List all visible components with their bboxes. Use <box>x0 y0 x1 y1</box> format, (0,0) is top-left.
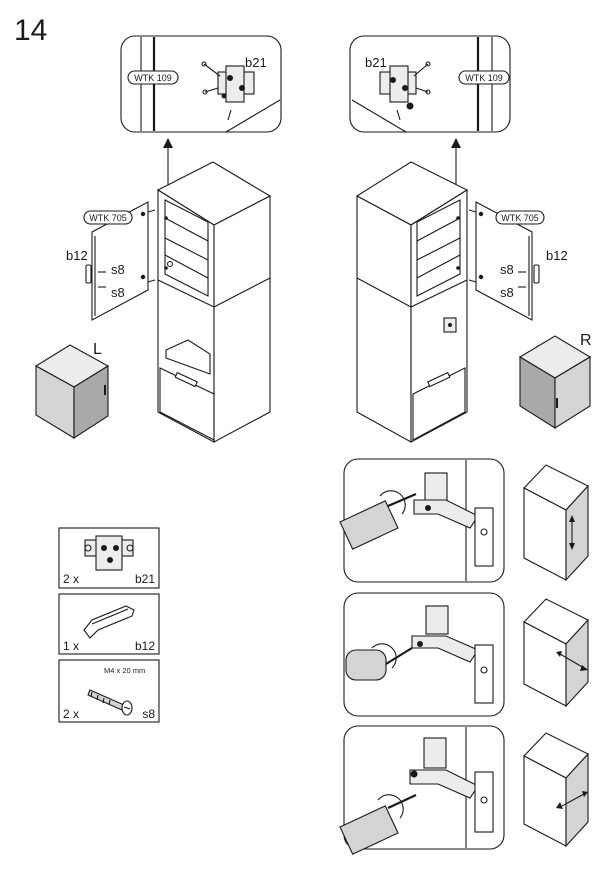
right-handle-label: b12 <box>546 248 568 263</box>
part-s8: M4 x 20 mm 2 x s8 <box>58 659 160 723</box>
part-b12: 1 x b12 <box>58 593 160 655</box>
rotation-arrow-icon <box>377 794 404 819</box>
left-tall-cabinet <box>156 161 272 443</box>
right-screw-label-b: s8 <box>500 285 514 300</box>
left-detail-ref: WTK 109 <box>134 73 172 83</box>
adjust-box-horizontal <box>523 732 589 848</box>
screw-icon <box>87 689 133 716</box>
part-qty: 1 x <box>63 639 79 653</box>
part-qty: 2 x <box>63 707 79 721</box>
right-tall-cabinet <box>355 161 469 443</box>
right-detail-bubble: WTK 109 b21 <box>349 35 511 133</box>
left-detail-bubble: WTK 109 b21 <box>120 35 282 133</box>
adjustment-panel-3 <box>339 725 505 855</box>
parts-list: 2 x b21 1 x b12 M4 x 20 mm <box>58 527 160 723</box>
part-qty: 2 x <box>63 572 79 586</box>
hinge-plate-icon <box>84 535 134 571</box>
left-detail-ref-tag <box>127 70 179 85</box>
left-handle-label: b12 <box>66 248 88 263</box>
hinge-plate-icon <box>201 61 255 121</box>
left-variant-box: L <box>34 341 110 440</box>
step-number: 14 <box>14 14 47 47</box>
right-screw-label-a: s8 <box>500 262 514 277</box>
right-detail-ref: WTK 109 <box>465 73 503 83</box>
hinge-icon <box>411 605 494 704</box>
hinge-plate-icon <box>379 61 431 121</box>
screwdriver-icon <box>339 492 417 550</box>
screwdriver-icon <box>345 647 413 681</box>
depth-arrows-icon <box>556 651 588 671</box>
door-handle-icon <box>533 264 540 284</box>
left-screw-label-b: s8 <box>111 285 125 300</box>
screwdriver-icon <box>339 794 417 855</box>
right-door: WTK 705 b12 s8 s8 <box>468 201 568 321</box>
adjustment-panel-2 <box>343 592 505 717</box>
left-variant-label: L <box>93 341 102 358</box>
part-code: b12 <box>135 639 155 653</box>
hinge-icon <box>409 737 494 833</box>
part-code: s8 <box>142 707 155 721</box>
part-code: b21 <box>135 572 155 586</box>
part-b21: 2 x b21 <box>58 527 160 589</box>
rotation-arrow-icon <box>379 490 406 515</box>
adjust-box-depth <box>523 598 589 708</box>
left-screw-label-a: s8 <box>111 262 125 277</box>
hinge-icon <box>413 472 494 567</box>
part-spec: M4 x 20 mm <box>104 666 145 675</box>
adjustment-panel-1 <box>339 458 505 583</box>
vertical-arrows-icon <box>569 515 575 550</box>
right-variant-label: R <box>580 332 592 349</box>
handle-icon <box>83 605 135 639</box>
right-door-ref: WTK 705 <box>501 213 539 223</box>
right-variant-box: R <box>518 332 592 429</box>
horizontal-arrows-icon <box>556 791 588 809</box>
left-door-ref: WTK 705 <box>89 213 127 223</box>
rotation-arrow-icon <box>371 643 397 669</box>
adjust-box-vertical <box>523 464 589 582</box>
left-detail-part-label: b21 <box>245 55 267 70</box>
right-detail-part-label: b21 <box>365 55 387 70</box>
door-handle-icon <box>85 264 92 284</box>
left-door: WTK 705 b12 s8 s8 <box>66 201 156 321</box>
right-detail-ref-tag <box>458 70 510 85</box>
